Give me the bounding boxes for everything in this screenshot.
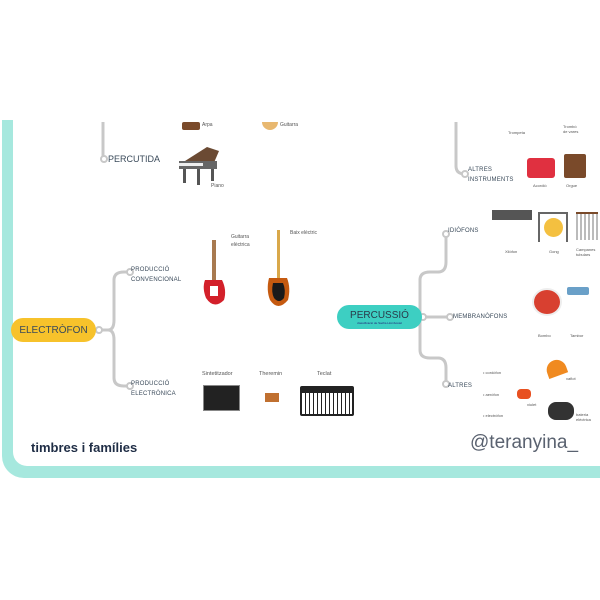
item-label: Arpa: [202, 122, 213, 128]
footer-handle[interactable]: @teranyina_: [470, 432, 579, 453]
node-percussio[interactable]: PERCUSSIÓ classificació de Sachs-Hornbos…: [337, 305, 422, 329]
branch-conv-1: PRODUCCIÓ: [131, 267, 170, 273]
bullet-item: • aeròfon: [483, 392, 500, 397]
item-label: Guitarra: [280, 122, 299, 128]
item-label: Tambor: [570, 333, 584, 338]
node-percussio-label: PERCUSSIÓ: [350, 309, 409, 321]
item-label: Theremin: [259, 371, 283, 377]
synth-image: [203, 385, 240, 411]
gong-image: [543, 218, 563, 237]
bass-image: [267, 230, 290, 306]
branch-percutida: PERCUTIDA: [108, 154, 161, 164]
item-label: xiulet: [527, 402, 537, 407]
item-label: Campanes tubulars: [576, 247, 596, 257]
snare-drum-image: [567, 287, 589, 295]
footer-title: timbres i famílies: [31, 440, 138, 455]
guitar-image: [262, 122, 278, 130]
item-label: Gong: [549, 249, 559, 254]
item-label: Orgue: [566, 183, 578, 188]
item-label: Baix elèctric: [290, 230, 317, 236]
accordion-image: [527, 158, 555, 178]
branch-idiofons: IDIÒFONS: [448, 228, 479, 234]
bullet-label: aeròfon: [485, 392, 500, 397]
item-label: Sintetitzador: [202, 371, 233, 377]
branch-elec-2: ELECTRÒNICA: [131, 391, 176, 397]
whistle-image: [517, 389, 531, 399]
branch-altres: ALTRES: [448, 383, 473, 389]
bullet-item: • cordòfon: [483, 370, 502, 375]
branch-conv-2: CONVENCIONAL: [131, 277, 182, 283]
branch-altres-instr-2: INSTRUMENTS: [468, 177, 514, 183]
item-label: xafiot: [566, 376, 576, 381]
organ-image: [564, 154, 586, 178]
harp-image: [182, 122, 200, 130]
theremin-image: [265, 393, 279, 402]
item-label: Trompeta: [508, 130, 525, 135]
item-label: Guitarra elèctrica: [231, 234, 250, 248]
electric-guitar-image: [203, 240, 226, 305]
item-label: Piano: [211, 183, 224, 189]
tubular-bells-image: [576, 212, 598, 240]
piano-image: [179, 147, 219, 185]
branch-elec-1: PRODUCCIÓ: [131, 381, 170, 387]
item-label: bateria elèctrica: [576, 412, 591, 422]
item-label: Bombo: [538, 333, 551, 338]
item-label: Xilòfon: [505, 249, 518, 254]
gong-frame: [538, 212, 568, 242]
item-label: Acordió: [533, 183, 547, 188]
xylophone-image: [492, 210, 532, 220]
keyboard-image: [300, 386, 354, 416]
node-electrofon[interactable]: ELECTRÒFON: [11, 318, 96, 342]
bass-drum-image: [532, 288, 562, 316]
bullet-label: electròfon: [485, 413, 504, 418]
bullet-label: cordòfon: [485, 370, 502, 375]
branch-membranofons: MEMBRANÒFONS: [453, 314, 508, 320]
bullet-item: • electròfon: [483, 413, 504, 418]
electric-drum-image: [548, 402, 574, 420]
branch-altres-instr-1: ALTRES: [468, 167, 493, 173]
node-percussio-subtitle: classificació de Sachs-Hornbostel: [357, 320, 402, 325]
item-label: Teclat: [317, 371, 332, 377]
item-label: Trombó de vares: [563, 124, 579, 134]
